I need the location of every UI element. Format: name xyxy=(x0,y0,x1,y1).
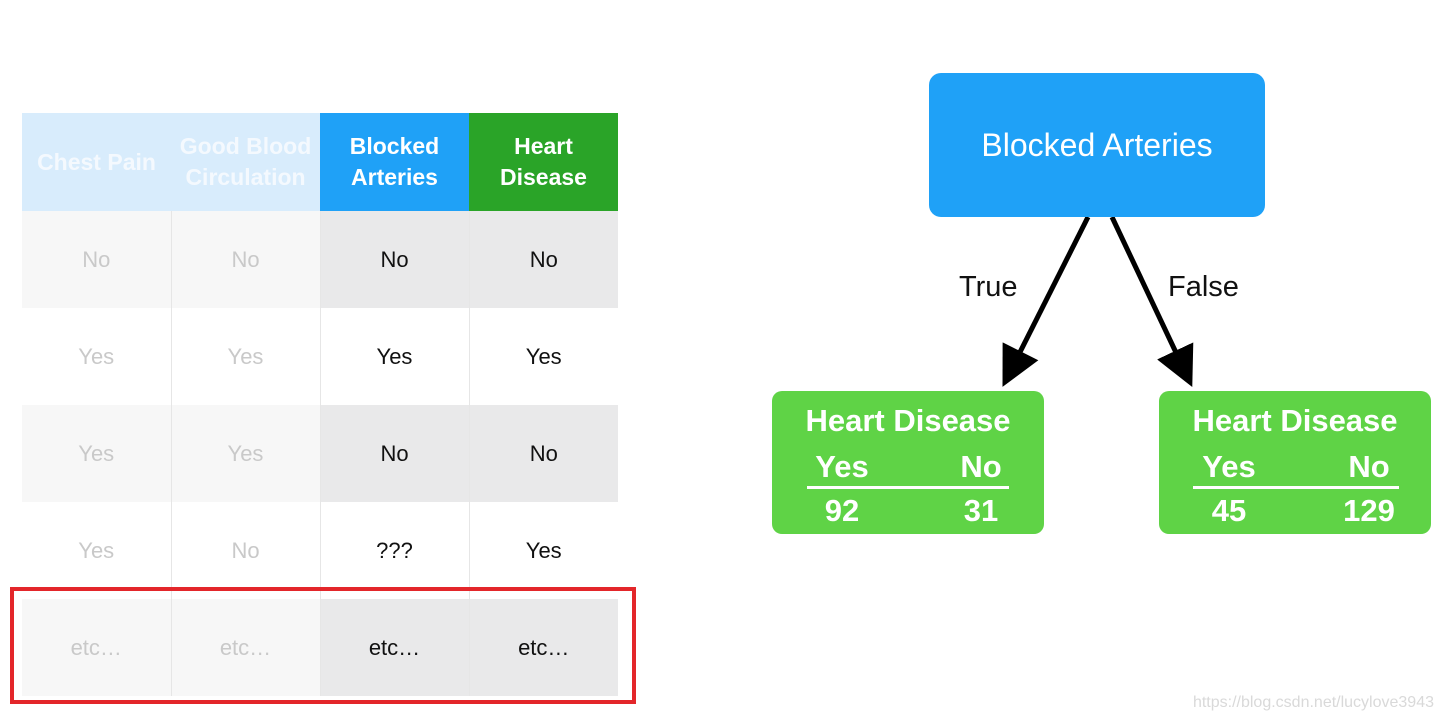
left-leaf-title: Heart Disease xyxy=(805,403,1011,438)
root-node-blocked-arteries: Blocked Arteries xyxy=(929,73,1265,217)
table-row: No No No No xyxy=(22,211,618,308)
table-row: Yes Yes Yes Yes xyxy=(22,308,618,405)
table-cell: Yes xyxy=(468,308,618,405)
table-cell: No xyxy=(319,211,469,308)
right-leaf-yes-label: Yes xyxy=(1202,449,1256,484)
table-row: Yes No ??? Yes xyxy=(22,502,618,599)
table-cell: etc… xyxy=(22,599,171,696)
table-cell: Yes xyxy=(319,308,469,405)
true-edge-label: True xyxy=(959,271,1018,303)
table-cell: No xyxy=(22,211,171,308)
header-good-blood-circulation: Good Blood Circulation xyxy=(171,113,320,211)
left-leaf-node: Heart Disease Yes No 92 31 xyxy=(772,391,1044,534)
false-edge-label: False xyxy=(1168,271,1239,303)
left-leaf-no-label: No xyxy=(960,449,1002,484)
right-leaf-node: Heart Disease Yes No 45 129 xyxy=(1159,391,1431,534)
table-cell: Yes xyxy=(22,308,171,405)
header-chest-pain: Chest Pain xyxy=(22,113,171,211)
right-leaf-yes-count: 45 xyxy=(1211,493,1247,528)
root-node-label: Blocked Arteries xyxy=(981,126,1213,163)
table-cell: Yes xyxy=(170,308,320,405)
table-row: Yes Yes No No xyxy=(22,405,618,502)
data-table: Chest Pain Good Blood Circulation Blocke… xyxy=(22,113,618,696)
header-heart-disease: Heart Disease xyxy=(469,113,618,211)
table-cell: No xyxy=(468,405,618,502)
true-edge-arrow xyxy=(1002,215,1091,387)
right-leaf-divider xyxy=(1193,486,1399,489)
table-cell: etc… xyxy=(468,599,618,696)
left-leaf-yes-label: Yes xyxy=(815,449,869,484)
header-blocked-arteries: Blocked Arteries xyxy=(320,113,469,211)
right-leaf-no-count: 129 xyxy=(1343,493,1395,528)
table-cell: No xyxy=(170,502,320,599)
table-cell: Yes xyxy=(22,502,171,599)
right-leaf-no-label: No xyxy=(1348,449,1390,484)
watermark-text: https://blog.csdn.net/lucylove3943 xyxy=(1192,694,1434,711)
table-cell: ??? xyxy=(319,502,469,599)
table-header-row: Chest Pain Good Blood Circulation Blocke… xyxy=(22,113,618,211)
left-leaf-no-count: 31 xyxy=(963,493,999,528)
table-cell: No xyxy=(468,211,618,308)
table-cell: Yes xyxy=(170,405,320,502)
table-cell: etc… xyxy=(319,599,469,696)
table-cell: Yes xyxy=(22,405,171,502)
table-cell: No xyxy=(319,405,469,502)
right-leaf-title: Heart Disease xyxy=(1192,403,1398,438)
table-cell: Yes xyxy=(468,502,618,599)
table-cell: etc… xyxy=(170,599,320,696)
table-row: etc… etc… etc… etc… xyxy=(22,599,618,696)
table-cell: No xyxy=(170,211,320,308)
left-leaf-yes-count: 92 xyxy=(824,493,860,528)
left-leaf-divider xyxy=(807,486,1009,489)
